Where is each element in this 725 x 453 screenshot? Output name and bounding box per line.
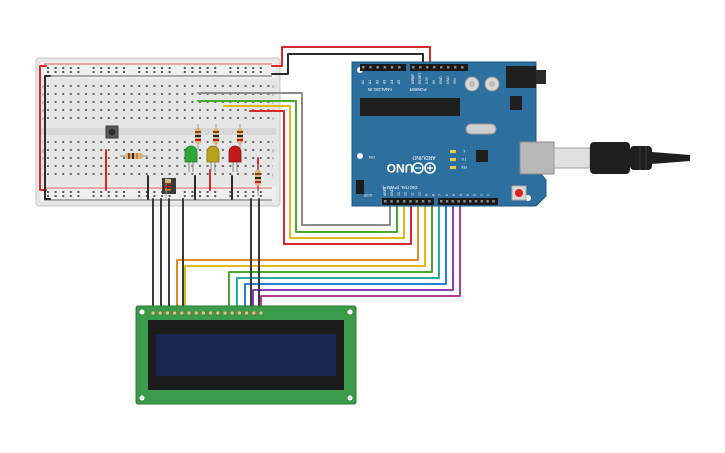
pin-label: 9 — [424, 194, 428, 196]
resistor-led-1 — [195, 124, 201, 150]
breadboard-row-label: g — [272, 148, 274, 153]
header-pins — [362, 66, 495, 203]
breadboard-row-label: d — [42, 108, 44, 113]
reset-button[interactable] — [511, 185, 527, 201]
pin-label: RESET — [418, 73, 422, 84]
pin-label: A2 — [375, 80, 379, 84]
pin-label: 3.3V — [425, 76, 429, 84]
wire-yellow-lcd — [184, 202, 426, 309]
breadboard-row-label: b — [42, 92, 45, 97]
label-tx: TX — [461, 157, 466, 162]
pin-label: 2 — [473, 194, 477, 196]
lcd-16x2[interactable] — [135, 305, 357, 405]
pin-label: IOREF — [411, 74, 415, 84]
label-icsp: ICSP — [363, 193, 372, 197]
wire-magenta-lcd — [260, 202, 461, 309]
pin-label: A4 — [390, 80, 394, 84]
pin-label: GND — [446, 76, 450, 84]
wire-gnd-black — [271, 53, 424, 75]
pin-label: VIN — [453, 78, 457, 84]
wire-left-black — [44, 75, 51, 200]
label-power: POWER — [409, 87, 427, 92]
pin-label: 10 — [418, 192, 422, 196]
potentiometer[interactable] — [162, 178, 176, 198]
arduino-brand: ARDUINO — [412, 154, 435, 160]
arduino-uno[interactable]: UNO ARDUINO POWER ANALOG IN DIGITAL (PWM… — [351, 61, 547, 207]
lcd-screen — [156, 334, 336, 376]
pin-label: 11 — [411, 192, 415, 196]
pin-label: 8 — [431, 194, 435, 196]
resistor-right — [255, 164, 261, 196]
wire-red-11 — [249, 110, 412, 245]
breadboard-row-label: e — [42, 116, 45, 121]
resistor-pulldown — [120, 153, 148, 159]
breadboard-row-label: g — [42, 148, 44, 153]
pin-label: 5V — [432, 79, 436, 84]
pin-label: 5 — [452, 194, 456, 196]
label-l: L — [462, 149, 465, 154]
breadboard-row-label: i — [272, 164, 273, 169]
wires — [39, 46, 461, 309]
wire-yellow-12 — [223, 105, 405, 239]
usb-cable[interactable] — [519, 141, 690, 175]
pin-label: A0 — [361, 80, 365, 84]
pin-label: AREF — [383, 187, 387, 196]
pin-label: A3 — [383, 80, 387, 84]
breadboard-row-label: c — [42, 100, 44, 105]
label-digital: DIGITAL (PWM~) — [382, 185, 417, 190]
atmega-chip — [360, 98, 460, 116]
pin-label: 7 — [438, 194, 442, 196]
wire-green-13 — [197, 100, 398, 233]
breadboard-row-label: j — [41, 172, 43, 177]
breadboard-row-label: a — [42, 84, 45, 89]
resistor-led-3 — [237, 124, 243, 150]
led-green[interactable] — [184, 145, 198, 172]
arduino-logo-icon — [412, 162, 436, 174]
pin-label: GND — [390, 188, 394, 196]
arduino-model: UNO — [387, 161, 414, 175]
breadboard-row-label: i — [42, 164, 43, 169]
wire-green-lcd — [228, 202, 433, 309]
pin-label: 13 — [397, 192, 401, 196]
wire-blue-lcd — [244, 202, 447, 309]
pin-label: 4 — [459, 194, 463, 196]
breadboard-row-label: j — [271, 172, 273, 177]
breadboard-row-label: f — [42, 140, 44, 145]
pin-label: 12 — [404, 192, 408, 196]
label-analog-in: ANALOG IN — [368, 87, 393, 92]
pin-label: 3 — [466, 194, 470, 196]
breadboard-row-label: a — [272, 84, 275, 89]
pushbutton[interactable] — [105, 125, 119, 139]
wire-orange-lcd — [176, 202, 419, 309]
wire-purple-lcd — [252, 202, 454, 309]
pin-label: 1 — [480, 194, 484, 196]
wire-teal-lcd — [236, 202, 440, 309]
wire-left-red — [39, 65, 47, 191]
lcd-pin-header — [150, 310, 264, 316]
breadboard-row-label: h — [272, 156, 274, 161]
led-red[interactable] — [228, 145, 242, 172]
breadboard-row-label: h — [42, 156, 44, 161]
wire-5v-red — [271, 46, 431, 71]
pin-label: A5 — [397, 80, 401, 84]
pin-label: GND — [439, 76, 443, 84]
breadboard-row-label: f — [272, 140, 274, 145]
pin-label: A1 — [368, 80, 372, 84]
label-on: ON — [369, 155, 375, 160]
pin-label: 6 — [445, 194, 449, 196]
led-yellow[interactable] — [206, 145, 220, 172]
resistor-led-2 — [213, 124, 219, 150]
label-rx: RX — [461, 165, 467, 170]
breadboard-row-label: e — [272, 116, 275, 121]
pin-label: 0 — [487, 194, 491, 196]
wire-gray-a0 — [197, 92, 391, 226]
